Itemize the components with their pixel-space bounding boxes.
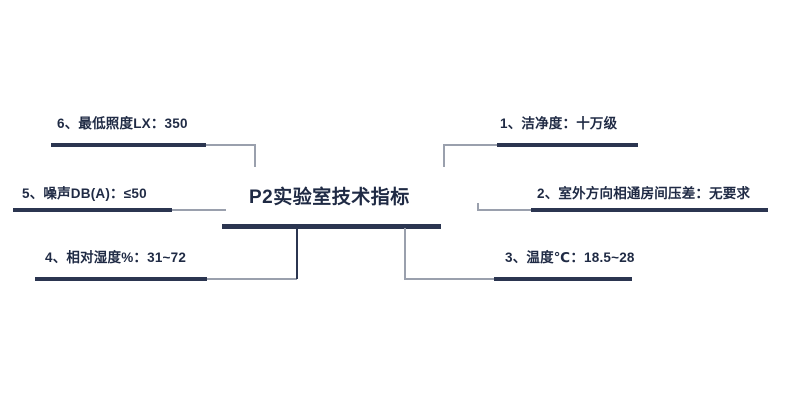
- branch-connector-2: [477, 203, 479, 211]
- branch-bar-light-5: [172, 209, 226, 211]
- branch-bar-dark-4: [35, 277, 207, 281]
- branch-bar-light-1: [443, 144, 498, 146]
- center-title: P2实验室技术指标: [249, 187, 410, 208]
- branch-bar-light-6: [206, 144, 256, 146]
- branch-bar-dark-1: [497, 143, 638, 147]
- branch-bar-light-4: [207, 278, 297, 280]
- branch-connector-1: [443, 144, 445, 167]
- branch-label-5: 5、噪声DB(A)：≤50: [22, 186, 147, 201]
- branch-label-3: 3、温度℃：18.5~28: [505, 250, 635, 265]
- branch-connector-4: [296, 228, 298, 279]
- center-spine-bar: [222, 224, 441, 229]
- branch-label-2: 2、室外方向相通房间压差：无要求: [537, 186, 751, 201]
- branch-connector-6: [254, 144, 256, 167]
- branch-label-4: 4、相对湿度%：31~72: [45, 250, 187, 265]
- branch-label-1: 1、洁净度：十万级: [500, 116, 618, 131]
- branch-bar-dark-6: [51, 143, 206, 147]
- branch-bar-light-2: [477, 209, 533, 211]
- branch-connector-3: [404, 228, 406, 279]
- branch-bar-dark-5: [13, 208, 172, 212]
- branch-bar-dark-3: [494, 277, 632, 281]
- branch-label-6: 6、最低照度LX：350: [57, 116, 188, 131]
- branch-bar-light-3: [404, 278, 496, 280]
- branch-bar-dark-2: [531, 208, 768, 212]
